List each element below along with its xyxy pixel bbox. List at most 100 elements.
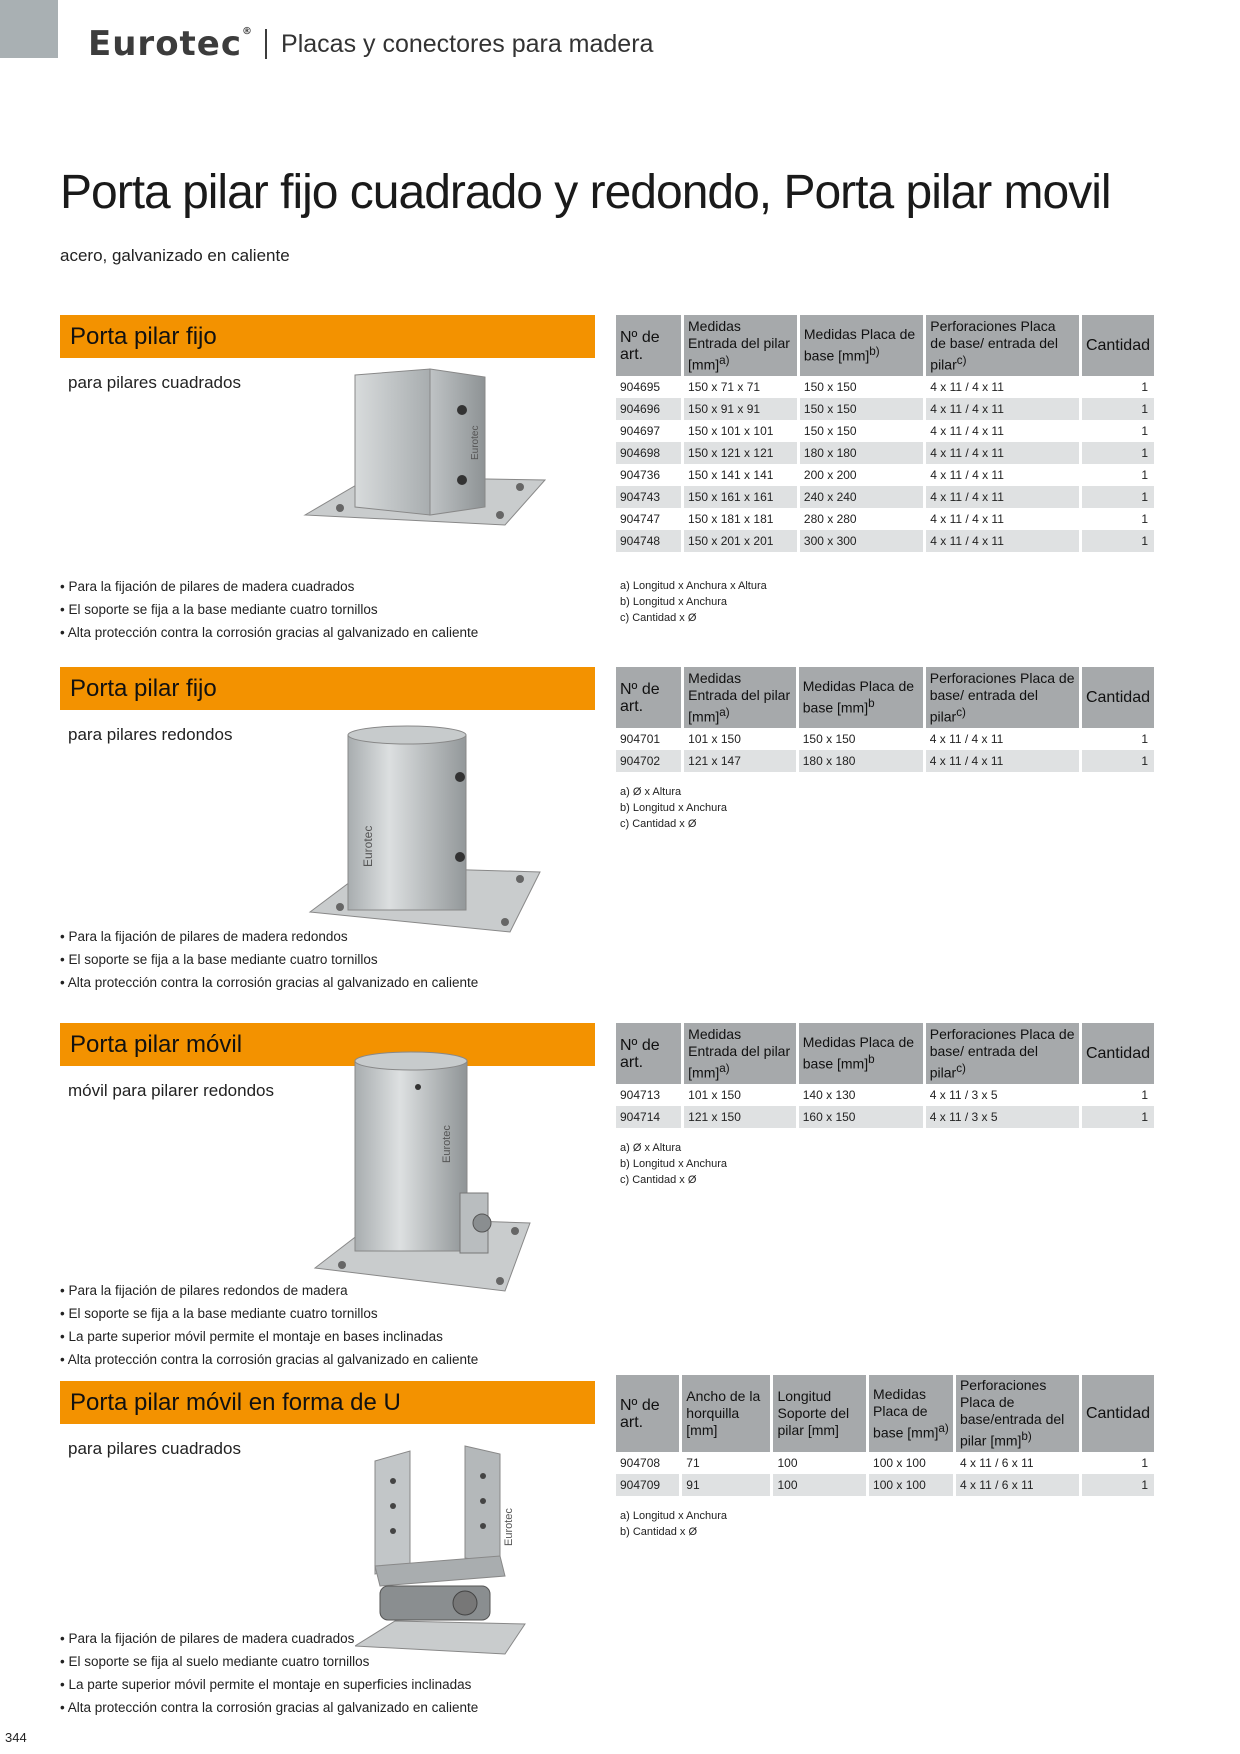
table-cell: 200 x 200 [798, 464, 927, 486]
square-post-base-photo: Eurotec [303, 368, 547, 526]
note: b) Longitud x Anchura [620, 802, 728, 814]
feature-item: Para la fijación de pilares de madera cu… [60, 575, 478, 598]
table-cell: 150 x 141 x 141 [682, 464, 800, 486]
section-square-fixed: Porta pilar fijo para pilares cuadrados … [0, 315, 1240, 655]
table-cell: 1 [1141, 1456, 1148, 1470]
table-cell: 180 x 180 [797, 750, 926, 772]
col-header-qty: Cantidad [1080, 667, 1154, 728]
table-cell: 101 x 150 [682, 1084, 799, 1106]
col-header-holes: Perforaciones Placa de base/ entrada del… [924, 667, 1082, 728]
table-cell: 1 [1141, 468, 1148, 482]
note: c) Cantidad x Ø [620, 612, 697, 624]
table-cell: 100 x 100 [867, 1452, 956, 1474]
page-number: 344 [5, 1730, 27, 1745]
table-cell: 100 [771, 1452, 870, 1474]
note: c) Cantidad x Ø [620, 818, 697, 830]
col-header-support-length: Longitud Soporte del pilar [mm] [771, 1375, 870, 1452]
table-cell: 1 [1080, 398, 1154, 420]
table-cell: 904709 [616, 1474, 683, 1496]
table-cell: 904748 [616, 530, 685, 552]
photo-brand-text: Eurotec [441, 1125, 453, 1163]
table-cell: 1 [1080, 442, 1154, 464]
table-cell: 121 x 147 [682, 750, 799, 772]
col-header-qty: Cantidad [1080, 1375, 1154, 1452]
table-notes: a) Ø x Altura b) Longitud x Anchura c) C… [620, 1140, 727, 1188]
table-cell: 150 x 101 x 101 [682, 420, 800, 442]
col-header-holes: Perforaciones Placa de base/entrada del … [954, 1375, 1082, 1452]
table-cell: 4 x 11 / 4 x 11 [924, 464, 1082, 486]
col-header-qty: Cantidad [1080, 315, 1154, 376]
feature-list: Para la fijación de pilares de madera cu… [60, 1627, 478, 1719]
table-cell: 1 [1141, 1088, 1148, 1102]
brand-logo: Eurotec® [88, 24, 254, 64]
feature-item: Alta protección contra la corrosión grac… [60, 971, 478, 994]
section-round-fixed: Porta pilar fijo para pilares redondos E… [0, 667, 1240, 1007]
section-subtitle: para pilares redondos [68, 725, 233, 744]
col-header-holes: Perforaciones Placa de base/ entrada del… [924, 315, 1082, 376]
feature-item: El soporte se fija a la base mediante cu… [60, 1302, 478, 1325]
u-post-base-photo: Eurotec [355, 1445, 526, 1655]
table-cell: 71 [680, 1452, 774, 1474]
table-cell: 300 x 300 [798, 530, 927, 552]
col-header-holes: Perforaciones Placa de base/ entrada del… [924, 1023, 1082, 1084]
col-header-qty: Cantidad [1080, 1023, 1154, 1084]
table-cell: 150 x 181 x 181 [682, 508, 800, 530]
section-title: Porta pilar fijo [70, 323, 217, 350]
table-cell: 280 x 280 [798, 508, 927, 530]
table-cell: 4 x 11 / 4 x 11 [924, 486, 1082, 508]
table-cell: 100 [771, 1474, 870, 1496]
spec-table: Nº de art. Medidas Entrada del pilar [mm… [616, 667, 1154, 772]
table-cell: 4 x 11 / 4 x 11 [924, 530, 1082, 552]
corner-tab [0, 0, 58, 58]
table-cell: 1 [1080, 486, 1154, 508]
col-header-post-size: Medidas Entrada del pilar [mm]a) [682, 667, 799, 728]
section-title-bar: Porta pilar móvil [60, 1023, 595, 1066]
table-cell: 904713 [616, 1084, 685, 1106]
table-cell: 91 [680, 1474, 774, 1496]
spec-table: Nº de art. Ancho de la horquilla [mm] Lo… [616, 1375, 1154, 1496]
table-cell: 904696 [616, 398, 685, 420]
table-cell: 150 x 91 x 91 [682, 398, 800, 420]
photo-brand-text: Eurotec [470, 426, 481, 460]
table-notes: a) Longitud x Anchura b) Cantidad x Ø [620, 1508, 727, 1540]
table-cell: 4 x 11 / 4 x 11 [924, 728, 1082, 750]
table-cell: 121 x 150 [682, 1106, 799, 1128]
table-cell: 4 x 11 / 3 x 5 [924, 1084, 1082, 1106]
header-divider [265, 29, 268, 59]
table-cell: 4 x 11 / 4 x 11 [924, 376, 1082, 398]
table-cell: 150 x 121 x 121 [682, 442, 800, 464]
feature-list: Para la fijación de pilares de madera cu… [60, 575, 478, 644]
table-notes: a) Ø x Altura b) Longitud x Anchura c) C… [620, 784, 727, 832]
table-cell: 1 [1141, 380, 1148, 394]
table-cell: 904736 [616, 464, 685, 486]
col-header-artnr: Nº de art. [616, 1023, 685, 1084]
table-cell: 4 x 11 / 4 x 11 [924, 750, 1082, 772]
table-cell: 180 x 180 [798, 442, 927, 464]
section-title: Porta pilar fijo [70, 675, 217, 702]
table-cell: 4 x 11 / 4 x 11 [924, 442, 1082, 464]
spec-table: Nº de art. Medidas Entrada del pilar [mm… [616, 1023, 1154, 1128]
feature-item: La parte superior móvil permite el monta… [60, 1673, 478, 1696]
page-title: Porta pilar fijo cuadrado y redondo, Por… [60, 166, 1112, 219]
table-cell: 160 x 150 [797, 1106, 926, 1128]
col-header-plate-size: Medidas Placa de base [mm]b [797, 667, 926, 728]
col-header-post-size: Medidas Entrada del pilar [mm]a) [682, 1023, 799, 1084]
feature-item: Alta protección contra la corrosión grac… [60, 1348, 478, 1371]
table-cell: 1 [1141, 732, 1148, 746]
feature-item: Para la fijación de pilares de madera cu… [60, 1627, 478, 1650]
table-cell: 904701 [616, 728, 685, 750]
table-cell: 4 x 11 / 4 x 11 [924, 420, 1082, 442]
table-cell: 904743 [616, 486, 685, 508]
section-u-movable: Porta pilar móvil en forma de U para pil… [0, 1375, 1240, 1721]
page-subtitle: acero, galvanizado en caliente [60, 246, 290, 265]
note: c) Cantidad x Ø [620, 1174, 697, 1186]
